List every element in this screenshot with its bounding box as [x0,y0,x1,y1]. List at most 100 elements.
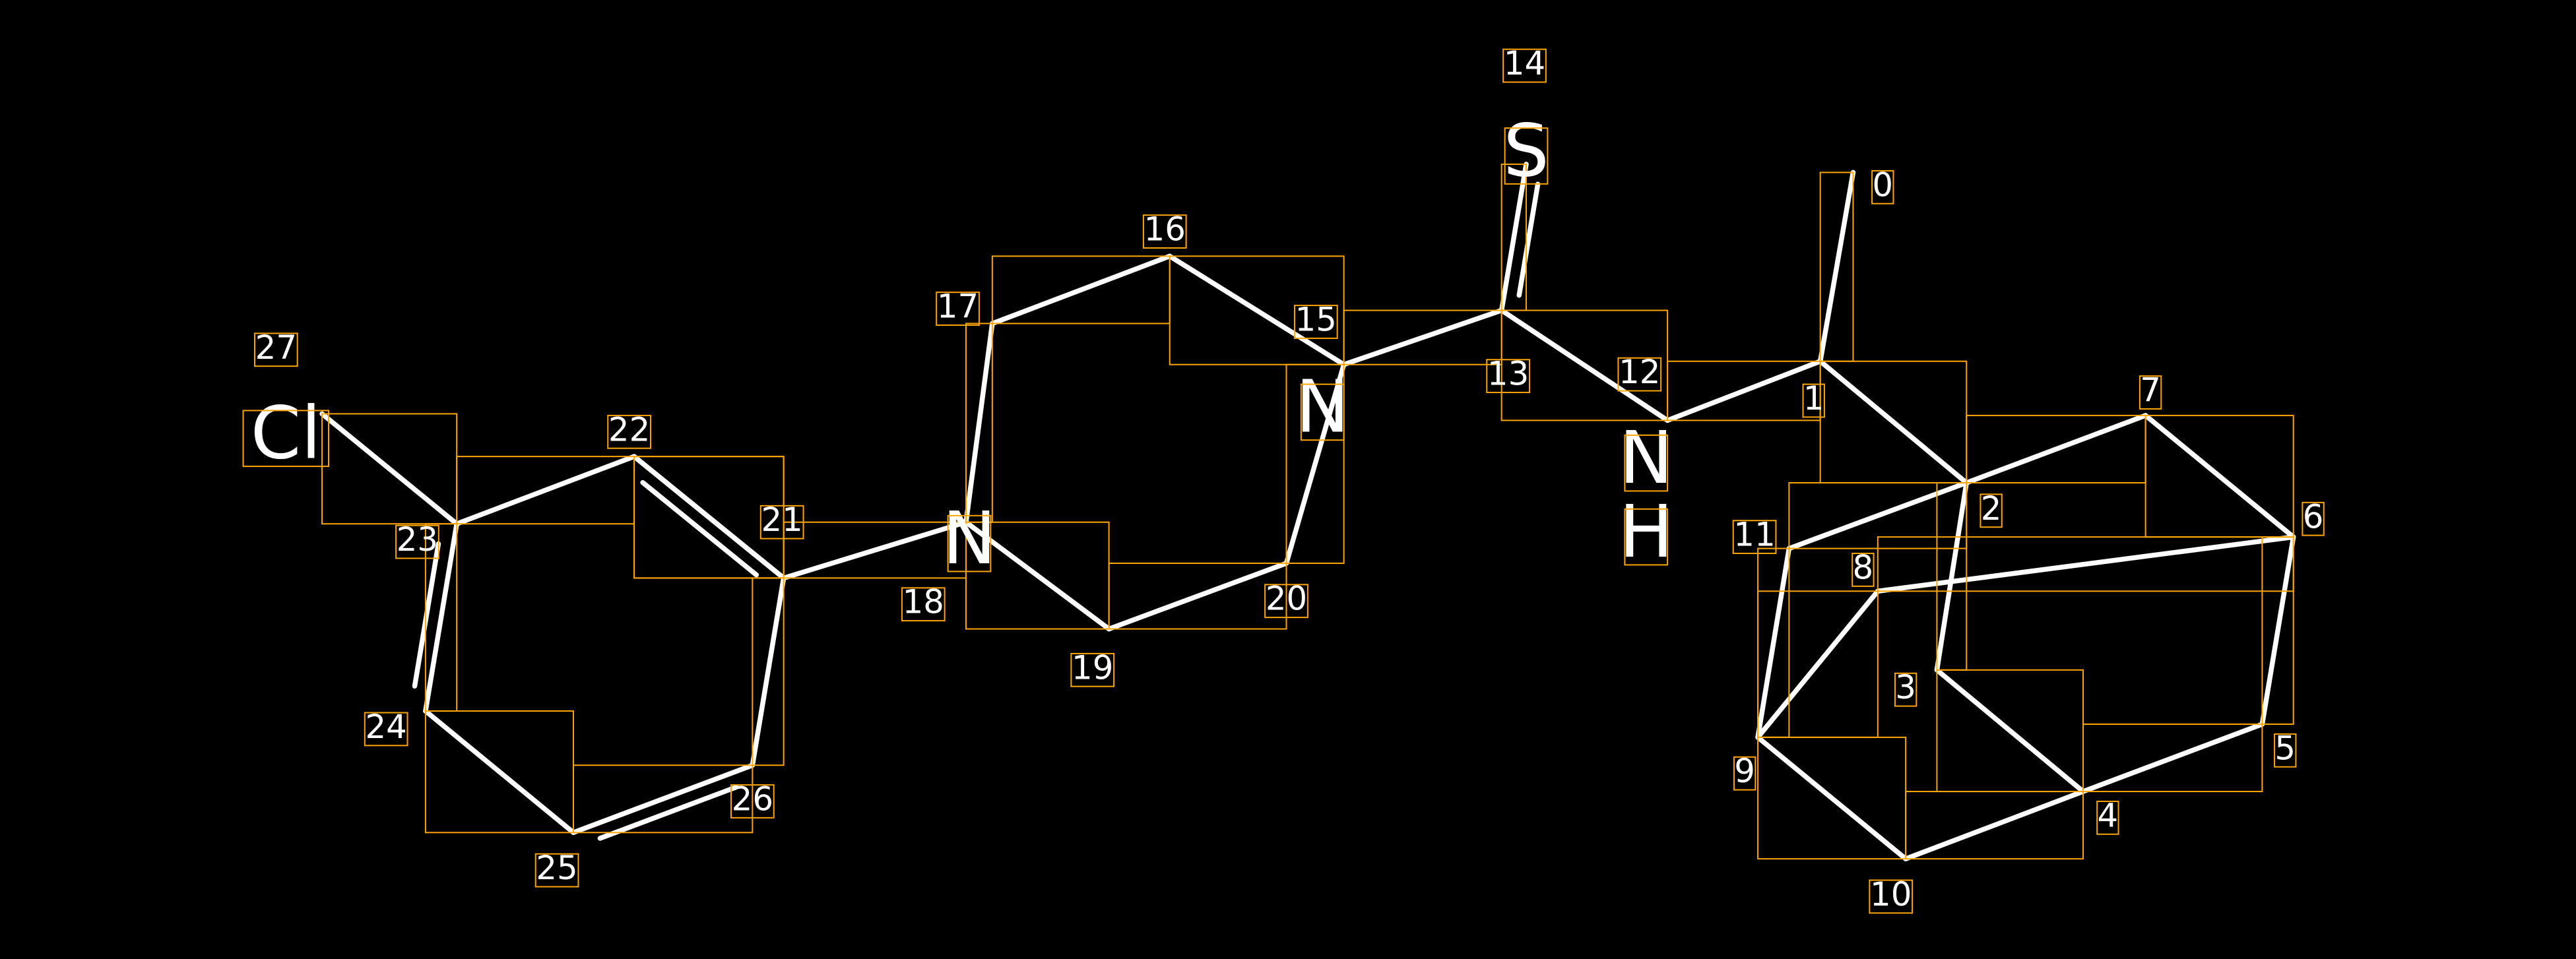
atom-index-box [1502,48,1547,83]
atom-index-label: 11 [1733,516,1775,554]
atom-index-box [2302,501,2325,536]
bond-bounding-box [2261,536,2294,725]
bond-line [412,541,441,689]
bond-bounding-box [572,764,754,834]
atom-index-box [936,292,980,326]
atom-index-box [1733,756,1756,791]
atom-index-label: 14 [1504,44,1545,82]
atom-index-label: 2 [1981,489,2002,528]
atom-index-label: 12 [1619,353,1660,391]
atom-index-box [1852,553,1875,587]
bond-line [1516,181,1541,298]
bond-line [1755,545,1792,740]
bond-line [750,575,787,768]
bond-bounding-box [1905,791,2084,860]
bond-bounding-box [321,413,458,525]
bond-bounding-box [633,456,785,579]
atom-symbol-box [1300,383,1345,441]
atom-index-label: 24 [365,708,406,746]
atom-index-box [1486,359,1530,394]
atom-index-box [395,524,439,559]
atom-symbol-box [1504,127,1549,185]
atom-index-label: 6 [2303,497,2324,536]
atom-index-box [1869,879,1914,914]
bond-line [1498,307,1670,423]
atom-index-label: 21 [761,501,802,539]
bond-line [1964,413,2148,485]
atom-index-label: 9 [1734,752,1755,790]
bond-bounding-box [1788,481,1968,549]
bond-line [1875,534,2296,594]
atom-index-box [1732,520,1777,555]
bond-line [1934,480,1969,673]
atom-index-box [1894,672,1917,707]
atom-index-label: 7 [2140,371,2161,410]
atom-index-label: 19 [1072,648,1113,687]
atom-index-label: 10 [1870,875,1912,913]
bond-line [1755,735,1908,861]
bond-line [2259,534,2296,727]
bond-line [2080,722,2265,794]
atom-index-box [364,712,408,747]
atom-index-box [2139,375,2162,410]
bond-line [1498,162,1529,313]
bond-line [781,519,969,581]
bond-line [1106,561,1289,632]
atom-index-label: 1 [1803,379,1824,418]
atom-index-box [1871,170,1894,204]
bounding-boxes [321,163,2294,860]
atom-index-label: 15 [1295,300,1337,338]
atom-index-label: 16 [1144,210,1186,249]
atom-index-label: 18 [903,583,944,621]
bond-line [1341,307,1504,367]
atom-index-label: 17 [937,288,979,326]
atom-symbol-box [1624,508,1669,566]
atom-index-box [1980,493,2003,528]
bond-line [1934,667,2086,794]
atom-index-box [1293,305,1338,339]
bond-line [1167,253,1347,367]
atom-index-box [2274,733,2297,768]
bond-bounding-box [1285,363,1345,564]
atoms: 0123456789101112NH1314S15N161718N1920212… [242,44,2325,914]
bond-line [963,321,995,525]
bond-line [1283,361,1347,566]
bond-bounding-box [1108,562,1287,630]
atom-index-label: 20 [1266,580,1307,618]
bond-line [423,708,576,836]
atom-index-label: 3 [1895,668,1916,706]
atom-index-box [2096,800,2119,835]
bond-bounding-box [1500,163,1528,311]
atom-symbol-n: N [1295,365,1349,449]
atom-index-box [1070,652,1115,687]
bond-bounding-box [991,255,1171,325]
atom-index-label: 4 [2098,796,2119,834]
atom-index-label: 5 [2274,729,2296,767]
atom-index-label: 13 [1487,355,1529,393]
atom-index-label: 0 [1872,166,1893,204]
atom-index-box [1617,357,1662,392]
bond-line [423,521,459,714]
atom-index-box [901,587,946,622]
atom-symbol-nh: N [1619,416,1673,500]
atom-index-box [253,332,298,367]
atom-index-label: 22 [608,410,650,449]
bond-line [631,454,787,581]
bond-bounding-box [1500,309,1669,421]
atom-index-box [1142,214,1187,249]
atom-index-label: 8 [1853,548,1874,586]
bond-line [640,480,759,578]
atom-symbol-box [1624,434,1669,492]
atom-symbol-n: N [942,496,996,580]
atom-index-box [1264,584,1308,619]
atom-index-label: 26 [732,780,773,818]
atom-index-label: 25 [536,849,577,887]
bond-line [1755,588,1881,740]
atom-symbol-box [947,514,992,572]
bond-line [1817,170,1856,364]
bond-line [454,454,637,526]
atom-symbol-cl: Cl [251,391,321,476]
bond-line [2142,413,2296,540]
atom-symbol-box [242,410,329,468]
